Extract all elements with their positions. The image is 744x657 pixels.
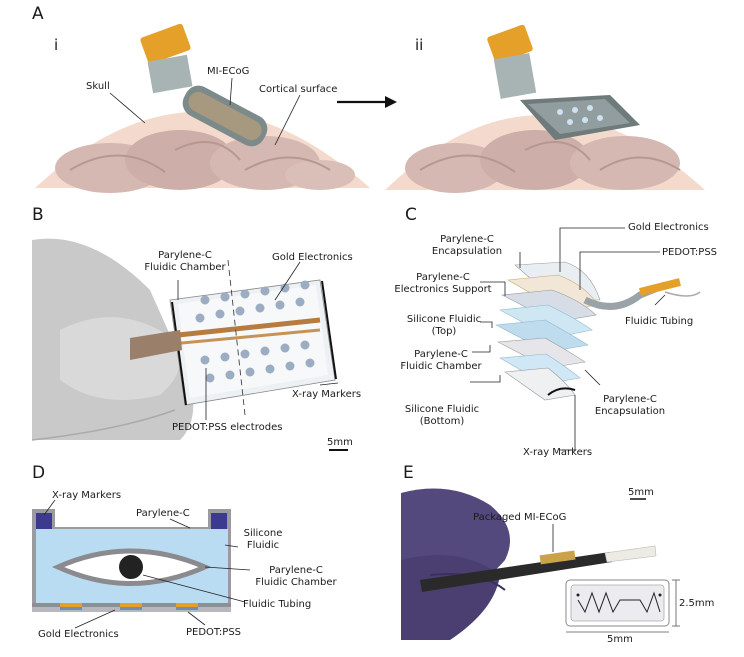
panel-c-layers: [494, 261, 701, 401]
label-e-packaged: Packaged MI-ECoG: [473, 512, 567, 523]
panel-a-sub-ii: ii: [415, 36, 424, 54]
panel-a-sub-i: i: [54, 36, 59, 54]
label-e-dim-width: 5mm: [607, 634, 633, 645]
label-d-gold-electronics: Gold Electronics: [38, 629, 119, 640]
mi-ecog-unrolled: [487, 24, 640, 140]
panel-b-letter: B: [32, 205, 44, 225]
label-b-xray-markers: X-ray Markers: [292, 389, 362, 400]
panel-d-letter: D: [32, 463, 46, 483]
label-e-dim-height: 2.5mm: [679, 598, 715, 609]
mi-ecog-rolled: [140, 23, 268, 147]
panel-c-letter: C: [405, 205, 417, 225]
label-c-fluidic-tubing: Fluidic Tubing: [625, 316, 694, 327]
skull-right: [385, 115, 705, 193]
panel-d-xray-marker-left: [36, 513, 52, 529]
label-c-gold-electronics: Gold Electronics: [628, 222, 709, 233]
label-skull: Skull: [86, 81, 110, 92]
panel-e-letter: E: [403, 463, 414, 483]
panel-b-device: [149, 279, 337, 406]
panel-d-fluidic-tubing: [119, 555, 143, 579]
panel-d-xray-marker-right: [211, 513, 227, 529]
panel-e-inset: [565, 579, 680, 633]
skull-left: [35, 111, 370, 193]
label-cortical-surface: Cortical surface: [259, 84, 338, 95]
label-d-fluidic-tubing: Fluidic Tubing: [243, 599, 312, 610]
panel-a-letter: A: [32, 4, 44, 24]
label-d-parylene: Parylene-C: [136, 508, 190, 519]
label-c-silicone-top: Silicone Fluidic(Top): [406, 314, 482, 337]
label-d-xray-markers: X-ray Markers: [52, 490, 122, 501]
label-mi-ecog: MI-ECoG: [207, 66, 250, 77]
label-c-xray-markers: X-ray Markers: [523, 447, 593, 458]
label-b-gold-electronics: Gold Electronics: [272, 252, 353, 263]
panel-e-device-shaft: [420, 552, 612, 592]
label-b-scale: 5mm: [327, 437, 353, 448]
label-d-pedot: PEDOT:PSS: [186, 627, 242, 638]
label-e-scale: 5mm: [628, 487, 654, 498]
label-c-pedot: PEDOT:PSS: [662, 247, 718, 258]
label-b-pedot-electrodes: PEDOT:PSS electrodes: [172, 422, 283, 433]
label-c-silicone-bottom: Silicone Fluidic(Bottom): [404, 404, 480, 427]
